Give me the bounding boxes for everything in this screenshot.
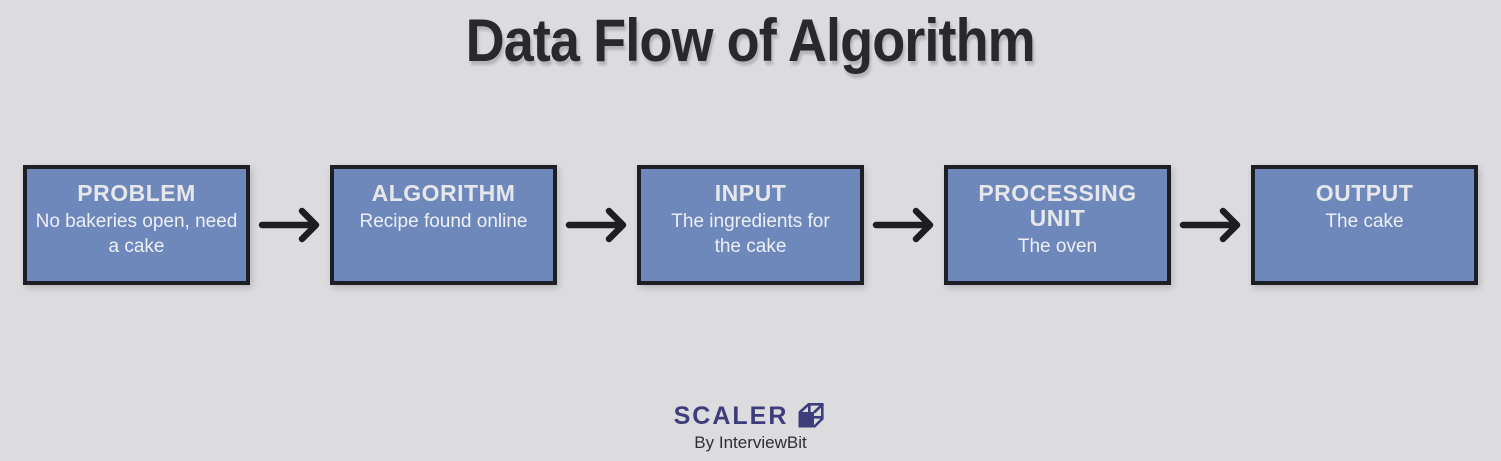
- right-arrow-icon: [1179, 207, 1241, 243]
- right-arrow-icon: [565, 207, 627, 243]
- byline-text: By InterviewBit: [694, 433, 807, 452]
- step-description: The cake: [1325, 211, 1404, 232]
- flow-step-processing-unit: PROCESSING UNIT The oven: [944, 165, 1171, 285]
- title-container: Data Flow of Algorithm: [0, 6, 1501, 75]
- page-title: Data Flow of Algorithm: [465, 7, 1036, 74]
- step-description: Recipe found online: [359, 211, 528, 232]
- step-description: The ingredients for the cake: [671, 211, 830, 257]
- step-heading: INPUT: [714, 180, 787, 206]
- scaler-cube-icon: [798, 402, 825, 428]
- step-heading: ALGORITHM: [371, 180, 516, 206]
- flow-connector: [864, 165, 944, 285]
- right-arrow-icon: [258, 207, 320, 243]
- branding-footer: SCALER By InterviewBit: [0, 401, 1501, 453]
- step-description: No bakeries open, need a cake: [35, 211, 238, 257]
- step-heading: PROBLEM: [77, 180, 196, 206]
- flow-connector: [250, 165, 330, 285]
- flow-connector: [557, 165, 637, 285]
- scaler-logo-text: SCALER: [673, 401, 789, 430]
- flow-diagram: PROBLEM No bakeries open, need a cake AL…: [23, 165, 1478, 285]
- flow-step-output: OUTPUT The cake: [1251, 165, 1478, 285]
- step-heading: PROCESSING UNIT: [978, 180, 1137, 231]
- step-description: The oven: [1017, 236, 1098, 257]
- flow-step-algorithm: ALGORITHM Recipe found online: [330, 165, 557, 285]
- flow-step-problem: PROBLEM No bakeries open, need a cake: [23, 165, 250, 285]
- flow-step-input: INPUT The ingredients for the cake: [637, 165, 864, 285]
- scaler-logo: SCALER: [0, 401, 1501, 431]
- step-heading: OUTPUT: [1315, 180, 1414, 206]
- flow-connector: [1171, 165, 1251, 285]
- right-arrow-icon: [872, 207, 934, 243]
